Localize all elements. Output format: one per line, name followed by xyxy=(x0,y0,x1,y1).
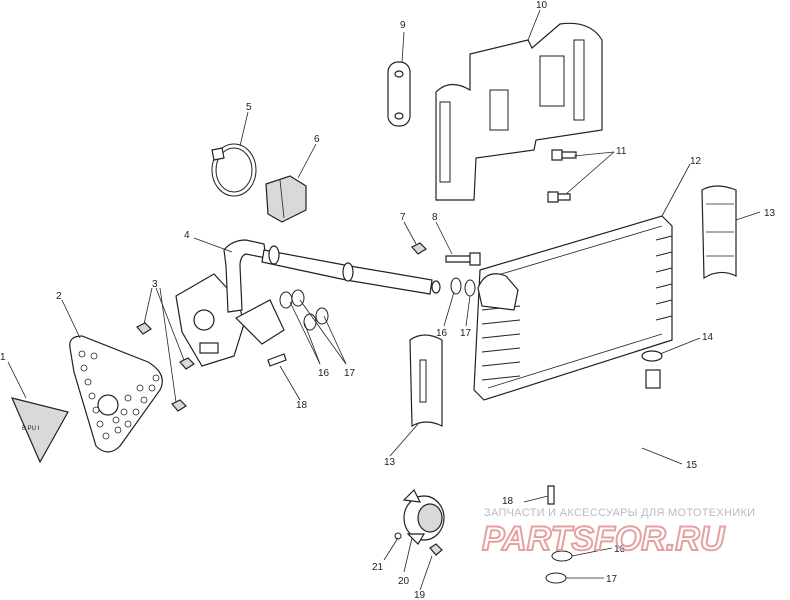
part-6-mount xyxy=(265,175,307,223)
part-13-grommet-upper xyxy=(701,185,737,280)
callout-4: 4 xyxy=(184,230,190,241)
callout-19: 19 xyxy=(414,590,426,600)
callout-20: 20 xyxy=(398,576,410,587)
callout-18-hose: 18 xyxy=(502,496,514,507)
callout-16-cooler: 16 xyxy=(436,328,448,339)
callout-16-hose: 16 xyxy=(614,544,626,555)
part-4-pump-assembly xyxy=(175,239,441,367)
callout-17-hose: 17 xyxy=(606,574,618,585)
callout-13: 13 xyxy=(764,208,776,219)
part-8-bolt xyxy=(445,252,481,266)
leader-lines xyxy=(7,9,761,591)
callout-15: 15 xyxy=(686,460,698,471)
part-7-nut xyxy=(411,242,427,255)
part-2-grille xyxy=(69,335,163,453)
callout-16: 16 xyxy=(318,368,330,379)
callout-13-lower: 13 xyxy=(384,457,396,468)
part-12-cooler xyxy=(473,215,673,401)
callout-11: 11 xyxy=(616,146,627,157)
callout-3: 3 xyxy=(152,279,158,290)
callout-17: 17 xyxy=(344,368,356,379)
part-5-clamp xyxy=(211,143,257,197)
part-1-decal: B PU I xyxy=(10,397,69,464)
callout-12: 12 xyxy=(690,156,702,167)
part-10-shield xyxy=(435,22,603,201)
part-20-sensor xyxy=(402,488,445,545)
part-13-grommet-lower xyxy=(409,334,443,428)
callout-2: 2 xyxy=(56,291,62,302)
callout-5: 5 xyxy=(246,102,252,113)
part-9-strap xyxy=(387,61,411,127)
callout-10: 10 xyxy=(536,0,548,11)
watermark-tagline: ЗАПЧАСТИ И АКСЕССУАРЫ ДЛЯ МОТОТЕХНИКИ xyxy=(484,507,755,519)
part-19-nut xyxy=(429,543,443,556)
decal-text: B PU I xyxy=(22,426,40,432)
part-11-bolts xyxy=(547,149,577,203)
callout-8: 8 xyxy=(432,212,438,223)
part-15-hose xyxy=(556,369,661,529)
part-3-nuts xyxy=(136,322,195,412)
callout-18: 18 xyxy=(296,400,308,411)
callout-21: 21 xyxy=(372,562,384,573)
part-21-washer xyxy=(394,532,402,540)
callout-9: 9 xyxy=(400,20,406,31)
part-14-washer xyxy=(641,350,663,362)
watermark: ЗАПЧАСТИ И АКСЕССУАРЫ ДЛЯ МОТОТЕХНИКИ PA… xyxy=(481,507,755,559)
callout-17-cooler: 17 xyxy=(460,328,472,339)
callout-6: 6 xyxy=(314,134,320,145)
callout-14: 14 xyxy=(702,332,714,343)
watermark-logo: PARTSFOR.RU xyxy=(482,520,726,558)
part-18-screws xyxy=(267,353,555,505)
callout-1: 1 xyxy=(0,352,6,363)
callout-7: 7 xyxy=(400,212,406,223)
